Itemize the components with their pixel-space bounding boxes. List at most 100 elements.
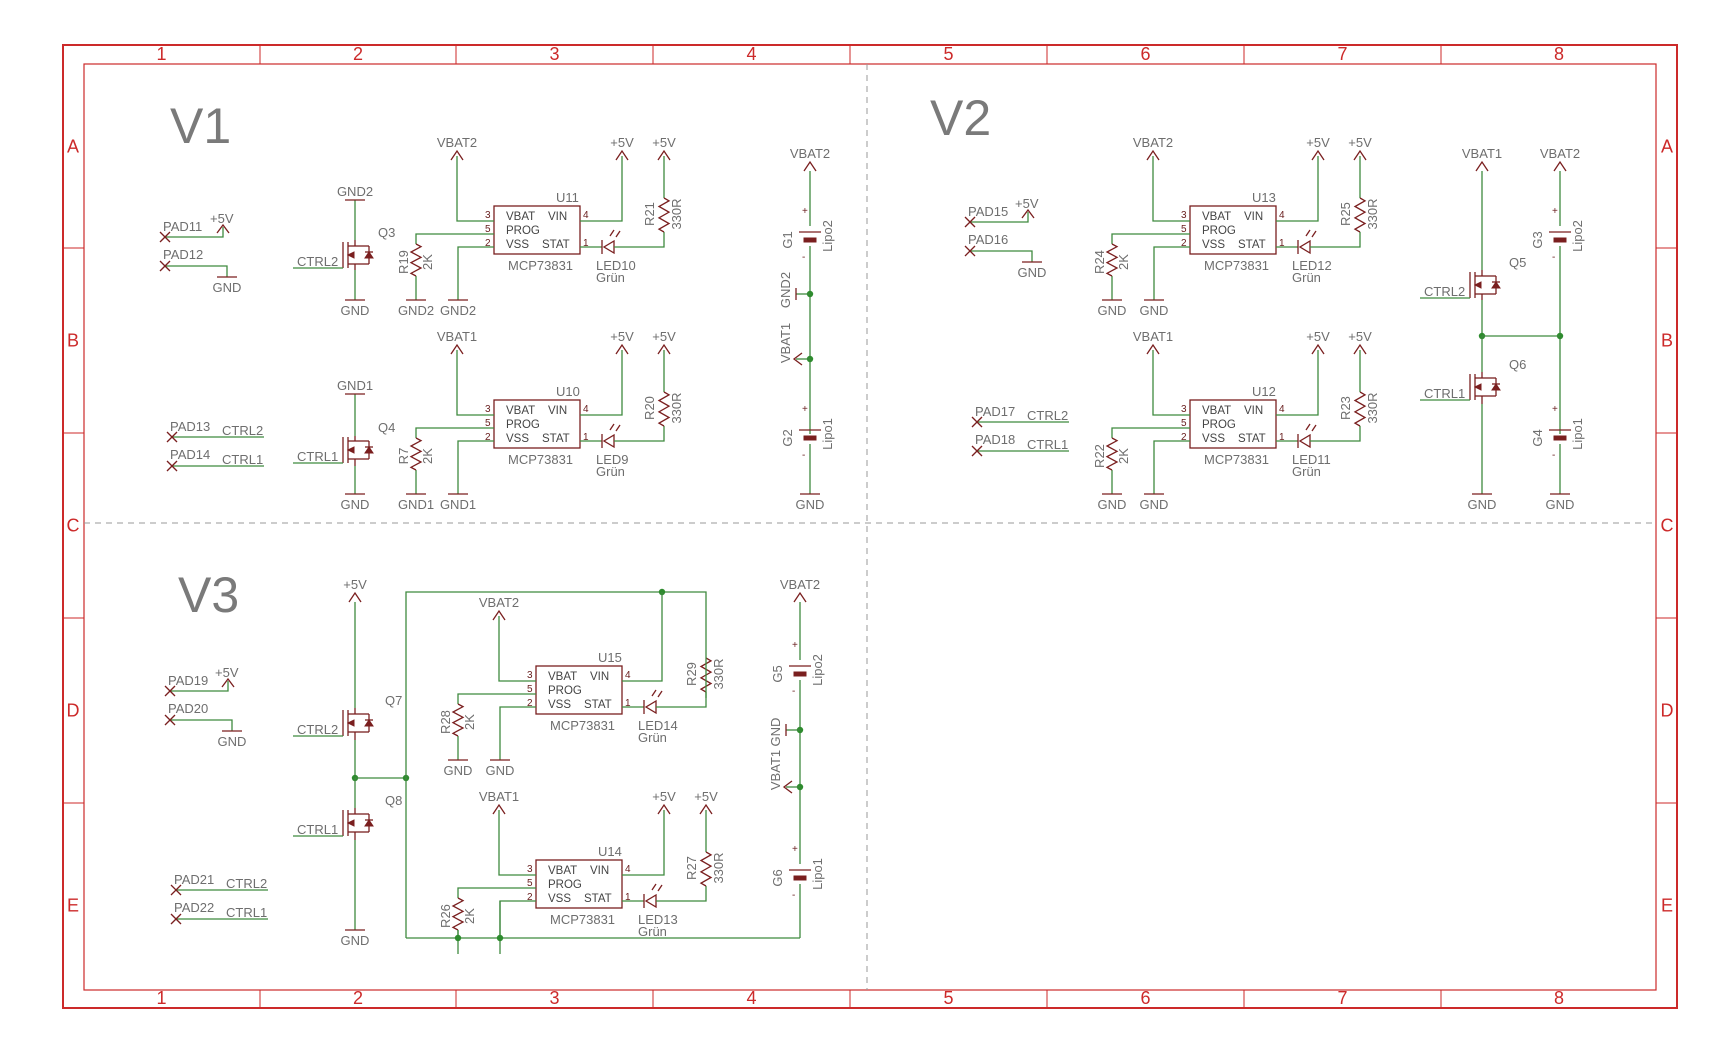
row-label-left: B [67,331,79,351]
led-ray [651,689,657,697]
supply-arrow [792,352,803,366]
vss-wire [499,900,536,954]
pin-name-vss: VSS [548,893,571,905]
supply-symbol: +5V [1306,135,1330,161]
pad-marker [166,431,178,443]
battery-minus: - [1552,450,1555,461]
supply-symbol: VBAT2 [479,595,519,621]
battery-minus: - [802,450,805,461]
vss-wire [1153,440,1190,494]
ground-label: GND [1140,497,1169,512]
resistor-zigzag [657,391,671,427]
supply-symbol: VBAT1 [1462,146,1502,172]
battery-ref: G5 [770,665,785,682]
supply-symbol: +5V [652,135,676,161]
led-body [644,893,657,909]
pin-name-prog: PROG [506,419,540,431]
section-title: V1 [170,98,231,154]
battery-value: Lipo1 [810,858,825,890]
supply-arrow [1146,149,1160,161]
column-label-bottom: 2 [353,988,363,1008]
pin-number: 2 [485,432,491,443]
ground-label: GND1 [398,497,434,512]
supply-arrow [1021,208,1035,219]
battery-short-plate [793,875,807,881]
r-prog-ref: R7 [396,448,411,465]
ic-part: MCP73831 [1204,258,1269,273]
mosfet-arrow [346,446,355,454]
battery-value: Lipo1 [820,418,835,450]
led-ray [651,883,657,891]
supply-symbol: VBAT1 [479,789,519,815]
column-label-top: 8 [1554,44,1564,64]
pin-name-vin: VIN [1244,211,1263,223]
pad-cross [971,416,983,428]
gate-net-label: CTRL1 [1424,386,1465,401]
led-ray [615,424,621,432]
row-label-right: A [1661,137,1673,157]
ground-label: GND [218,734,247,749]
supply-arrow [450,343,464,355]
pin-name-vin: VIN [548,211,567,223]
ic-body [493,205,581,255]
gate-net-label: CTRL2 [297,254,338,269]
junction-dot [454,934,462,942]
pin-name-vss: VSS [506,433,529,445]
vin-wire [1276,156,1319,222]
gate-net-label: CTRL1 [297,449,338,464]
pad-label: PAD18 [975,432,1015,447]
supply-arrow [615,149,629,161]
r-prog-val: 2K [462,714,477,730]
pin-name-vin: VIN [590,865,609,877]
pad-label: PAD11 [163,219,202,234]
ic-body [1189,205,1277,255]
row-label-left: D [67,701,80,721]
pin-number: 5 [1181,418,1187,429]
r-led-val: 330R [669,392,684,423]
vin-wire [580,156,623,222]
pin-number: 4 [625,864,631,875]
vin-wire [622,592,663,682]
column-label-bottom: 7 [1337,988,1347,1008]
supply-arrow [1475,160,1489,172]
column-label-bottom: 4 [746,988,756,1008]
vbat-wire [498,810,536,876]
ground-symbol: GND [341,493,369,512]
pad-cross [964,216,976,228]
ic-body [493,399,581,449]
pad-marker [170,884,182,896]
r-led-ref: R27 [684,856,699,880]
supply-label: +5V [610,329,634,344]
u15-links [622,592,707,698]
mosfet-arrow [1473,281,1482,289]
pin-name-vin: VIN [548,405,567,417]
pad-wire [170,681,229,692]
ic-ref: U14 [598,844,622,859]
pad-label: PAD21 [174,872,214,887]
supply-symbol: VBAT2 [437,135,477,161]
battery-plus: + [802,206,808,217]
pin-number: 1 [1279,432,1285,443]
battery-plus: + [1552,404,1558,415]
vbat-wire [498,616,536,682]
led-body [602,239,615,255]
supply-symbol: VBAT2 [1133,135,1173,161]
r-prog-ref: R24 [1092,250,1107,274]
row-label-left: C [67,516,80,536]
supply-arrow [492,803,506,815]
led-body [602,433,615,449]
supply-label: VBAT2 [780,577,820,592]
ground-label: GND [486,763,515,778]
supply-arrow [216,223,230,234]
led-ray [1305,423,1311,431]
pin-name-stat: STAT [542,239,570,251]
pin-name-prog: PROG [506,225,540,237]
ic-body [535,665,623,715]
